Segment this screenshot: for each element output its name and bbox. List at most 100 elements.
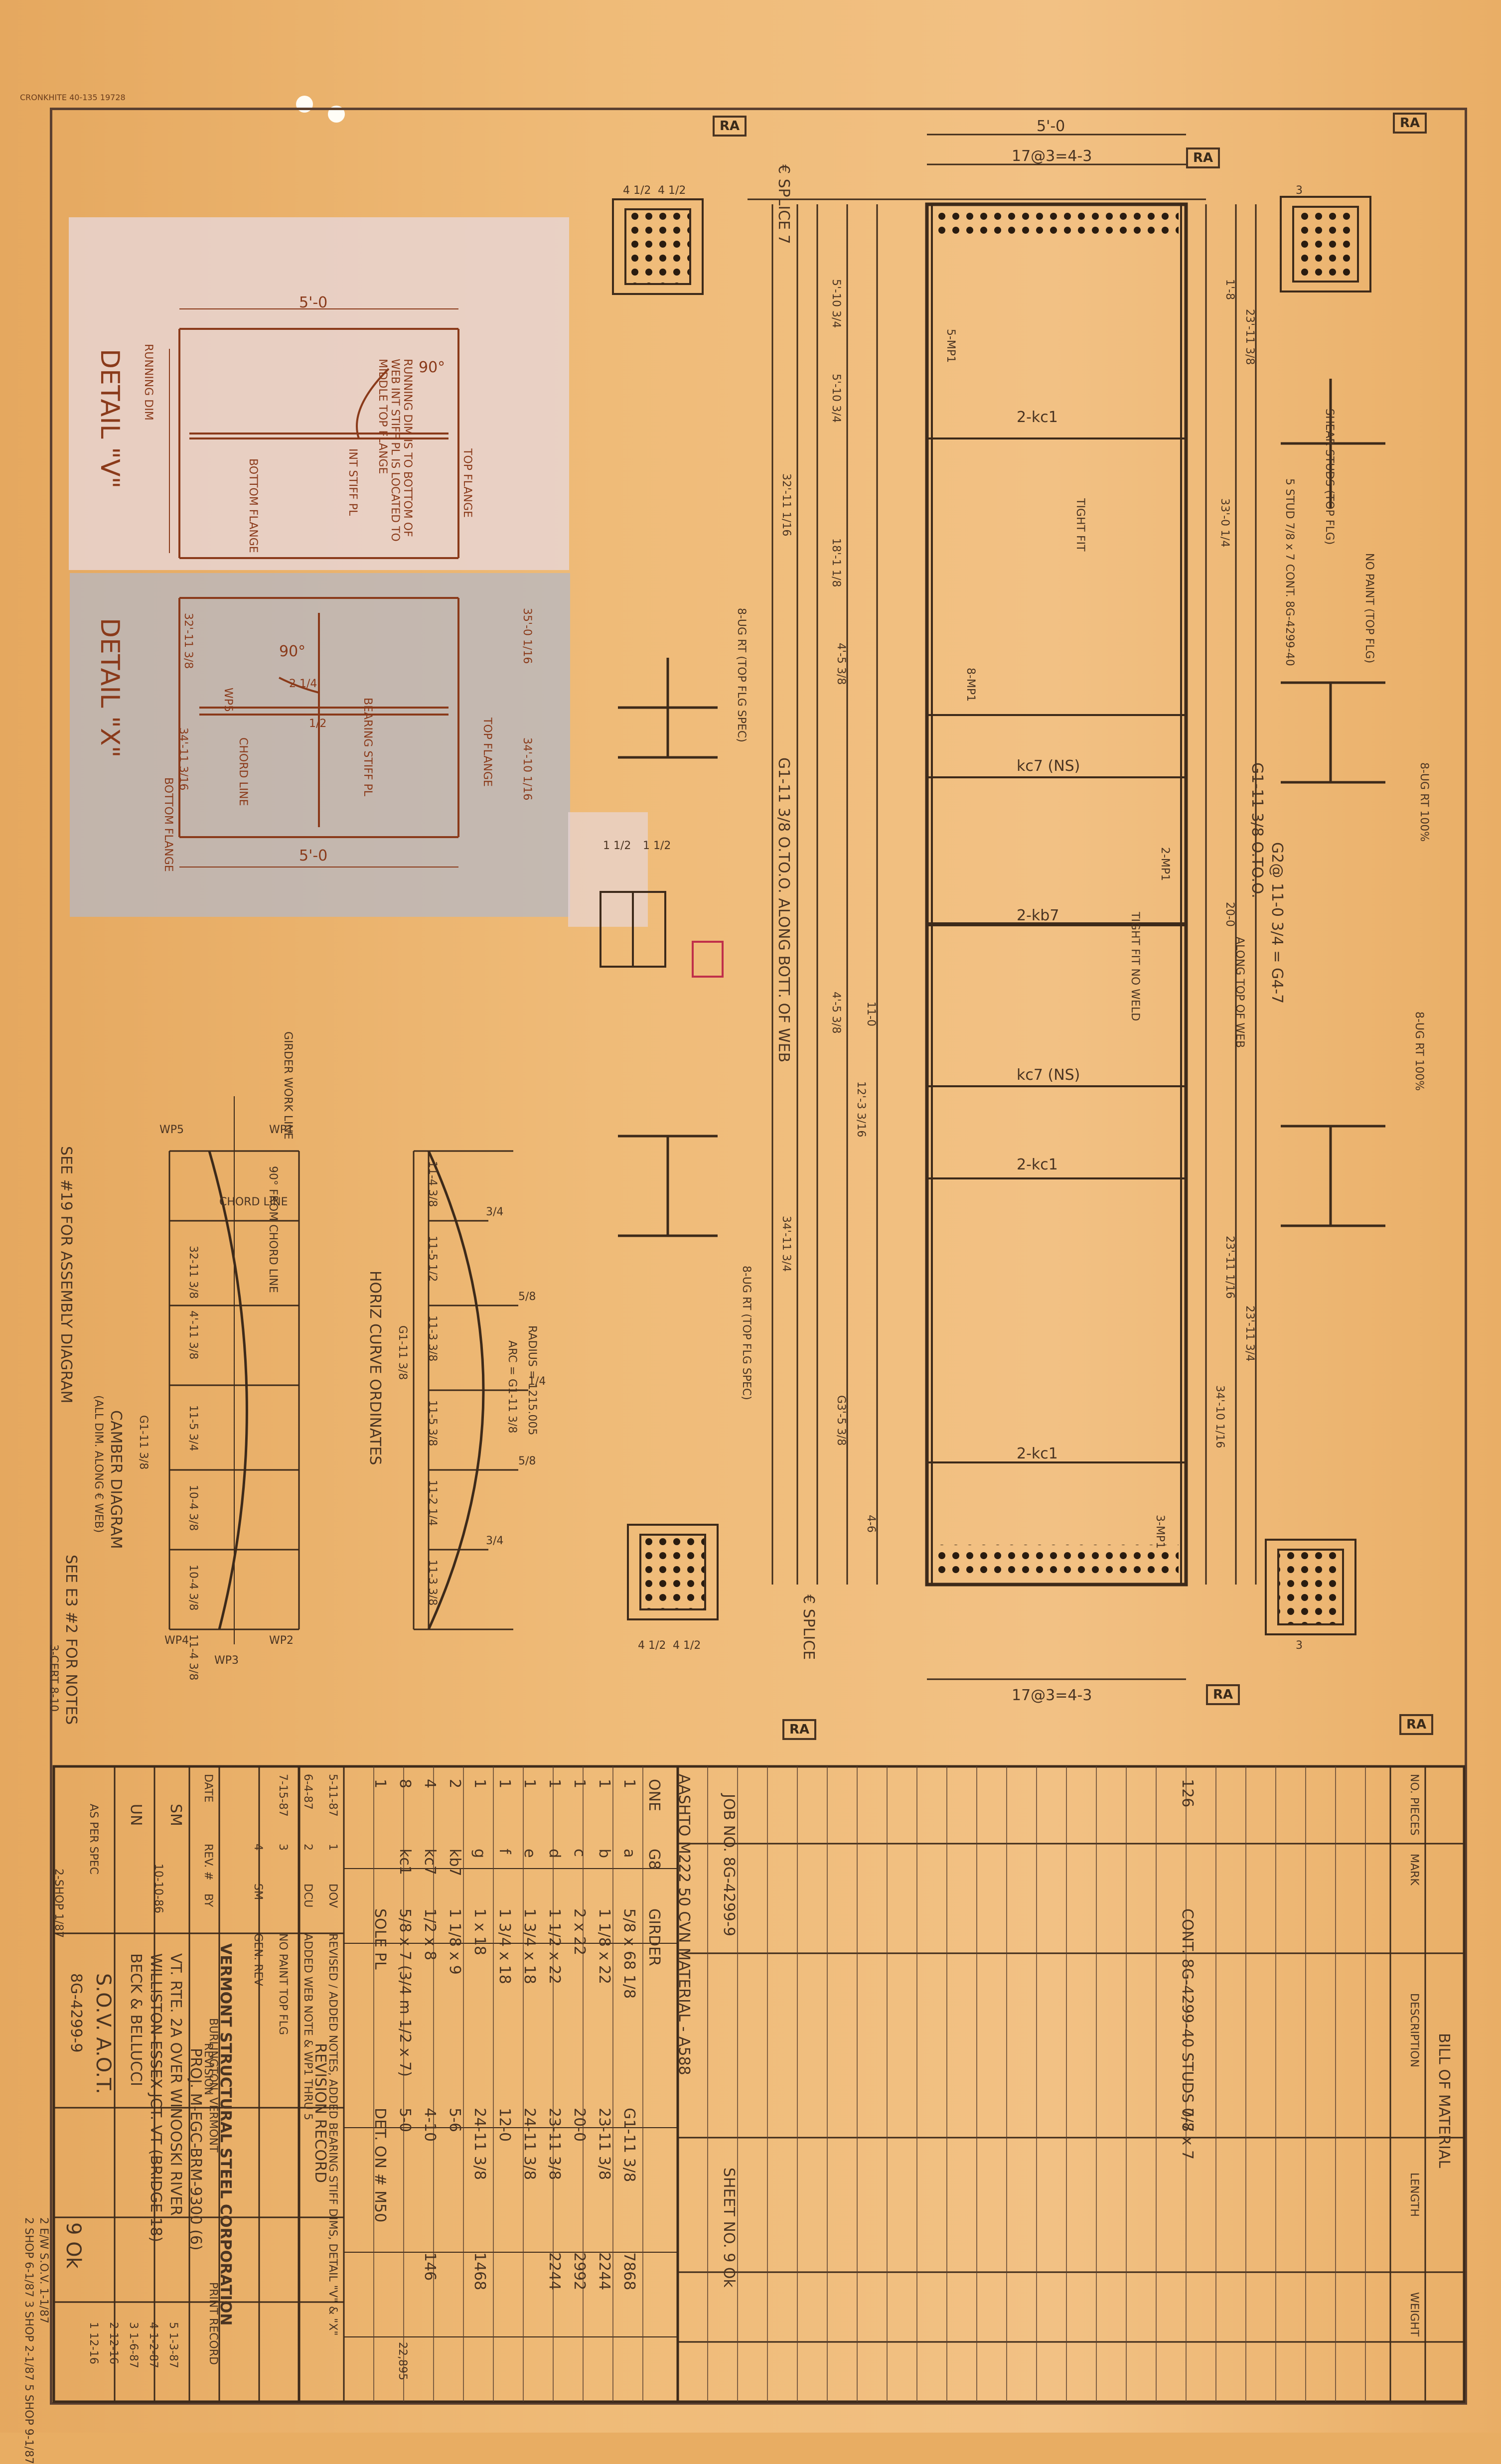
bom-cell-mark: g	[471, 1849, 488, 1859]
camber-label: WP4	[164, 1634, 189, 1647]
ref-mark: RA	[1393, 113, 1427, 134]
detail-v-width: 5'-0	[299, 294, 328, 311]
print-record-entry: 3 1-6-87	[127, 2322, 140, 2368]
bom-cell-length: 4-10	[421, 2108, 439, 2142]
girder-dim: 32'-11 1/16	[780, 473, 792, 537]
ut-note: 8-UG RT (TOP FLG SPEC)	[740, 1266, 752, 1400]
bom-cell-pcs: 1	[471, 1779, 488, 1789]
edge-dim: 4 1/2	[623, 184, 651, 197]
bom-sheet-no: SHEET NO. 9 Ok	[720, 2168, 738, 2288]
print-record-entry: 1 12-16	[87, 2322, 100, 2364]
horiz-offset: 5/8	[518, 1291, 536, 1303]
detail-v-label: TOP FLANGE	[461, 448, 473, 518]
horiz-offset: 5/8	[518, 1455, 536, 1467]
bom-cell-pcs: 1	[371, 1779, 389, 1789]
bolt-pattern-bottom: 17@3=4-3	[1012, 1687, 1092, 1704]
cross-sections	[618, 379, 1385, 1237]
see-note: 3-CERT 8-10	[47, 1644, 60, 1712]
horiz-ordinate: 11-3 3/8	[426, 1560, 439, 1606]
detail-x-label: BOTTOM FLANGE	[162, 777, 174, 872]
camber-label: WP2	[269, 1634, 294, 1647]
edge-dim: 4 1/2	[658, 184, 686, 197]
bom-cell-pcs: 4	[421, 1779, 439, 1789]
girder-dim: 23'-11 1/16	[1223, 1236, 1236, 1299]
edge-dim: 3	[1296, 1639, 1303, 1652]
revision-cell-rev: 4	[252, 1844, 264, 1851]
horiz-offset: 3/4	[486, 1206, 504, 1218]
weld-note: TIGHT FIT	[1074, 498, 1086, 552]
horiz-offset: 1/4	[528, 1375, 546, 1388]
ref-mark: RA	[782, 1719, 817, 1740]
project-name: VT. RTE. 2A OVER WINOOSKI RIVER	[167, 1953, 184, 2216]
bom-cell-length: 24-11 3/8	[521, 2108, 538, 2180]
revision-header: REV. #	[202, 1844, 214, 1881]
title-block-grid	[52, 1765, 1466, 2403]
bom-cell-pcs: 1	[521, 1779, 538, 1789]
bom-cell-desc: 1 x 18	[471, 1908, 488, 1956]
bom-cell-length: 12-0	[496, 2108, 513, 2142]
girder-dim: 12'-3 3/16	[855, 1081, 867, 1138]
horiz-offset: 3/4	[486, 1535, 504, 1547]
camber-label: CHORD LINE	[219, 1196, 288, 1208]
girder-elevation	[925, 202, 1188, 1587]
girder-dim: 1 1/2	[643, 840, 671, 852]
bom-cell-mark: kc1	[396, 1849, 414, 1875]
detail-x-label: 1/2	[309, 718, 327, 730]
girder-length-bottom: G1-11 3/8 O.TO.O. ALONG BOTT. OF WEB	[775, 757, 792, 1063]
girder-dim: 23'-11 3/4	[1243, 1305, 1256, 1362]
margin-note: 2-SHOP 1/87	[52, 1869, 65, 1938]
girder-dim: 34'-11 3/4	[780, 1216, 792, 1272]
revision-cell-rev: 3	[277, 1844, 289, 1851]
detail-x-label: TOP FLANGE	[481, 718, 493, 787]
bom-cell-mark: f	[496, 1849, 513, 1854]
bom-header: LENGTH	[1408, 2173, 1420, 2217]
margin-note: 2 E/W S.O.V. 1-1/87	[37, 2217, 50, 2323]
girder-length-mid: G1-11 3/8 O.TO.O.	[1248, 762, 1266, 898]
detail-x-lines	[178, 597, 459, 868]
architect: S.O.V. A.O.T.	[92, 1973, 115, 2094]
stud-note: SHEAR STUDS (TOP FLG)	[1323, 409, 1336, 545]
bom-cell-weight: 146	[421, 2252, 439, 2281]
revision-cell-date: 7-15-87	[277, 1774, 289, 1817]
weld-note: 3-MP1	[1154, 1515, 1166, 1549]
bom-cell-mark: G8	[645, 1849, 663, 1870]
camber-label: WP1	[269, 1124, 294, 1136]
drawn-date: 10-10-86	[152, 1864, 164, 1913]
splice-top-label: € SPLICE 7	[775, 164, 792, 244]
detail-x-dim: 32'-11 3/8	[182, 613, 194, 669]
girder-dim: 4-6	[865, 1515, 877, 1533]
weld-note: 8-MP1	[964, 668, 977, 702]
camber-title: CAMBER DIAGRAM	[107, 1410, 125, 1549]
bom-cell-pcs: 1	[496, 1779, 513, 1789]
bolt-rows	[934, 209, 1179, 1575]
stiffener-mark: 2-kc1	[1017, 1156, 1058, 1173]
girder-dim: 18'-1 1/8	[830, 538, 842, 587]
weld-note: TIGHT FIT NO WELD	[1129, 912, 1141, 1021]
revision-cell-by: DOV	[326, 1884, 339, 1908]
no-paint-note: NO PAINT (TOP FLG)	[1363, 553, 1375, 664]
bom-cell-mark: e	[521, 1849, 538, 1858]
ref-mark: RA	[1206, 1684, 1240, 1705]
bom-header: NO. PIECES	[1408, 1774, 1420, 1836]
revision-cell-by: DCU	[301, 1884, 314, 1908]
bom-cell-pcs: 8	[396, 1779, 414, 1789]
bom-cell-length: G1-11 3/8	[620, 2108, 638, 2182]
horiz-curve-length: G1-11 3/8	[396, 1325, 409, 1380]
see-note: SEE #19 FOR ASSEMBLY DIAGRAM	[57, 1146, 75, 1404]
camber-dim: 32-11 3/8	[187, 1246, 199, 1299]
detail-x-title: DETAIL "X"	[95, 618, 125, 758]
girder-dim: 4'-5 3/8	[835, 643, 847, 685]
bom-cell-pcs: 1	[596, 1779, 613, 1789]
bom-cell-desc: 1 1/2 x 22	[546, 1908, 563, 1984]
girder-overall-dim: 5'-0	[1037, 118, 1065, 135]
camber-label: WP3	[214, 1654, 239, 1667]
detail-x-angle: 90°	[279, 643, 306, 660]
bom-cell-desc: 1 3/4 x 18	[496, 1908, 513, 1984]
weld-note: 5-MP1	[944, 329, 957, 363]
ut-note: 8-UG RT 100%	[1413, 1012, 1425, 1091]
bom-cell-weight: 1468	[471, 2252, 488, 2291]
detail-v-lines	[169, 308, 459, 559]
girder-dim: 34'-10 1/16	[1213, 1385, 1226, 1449]
